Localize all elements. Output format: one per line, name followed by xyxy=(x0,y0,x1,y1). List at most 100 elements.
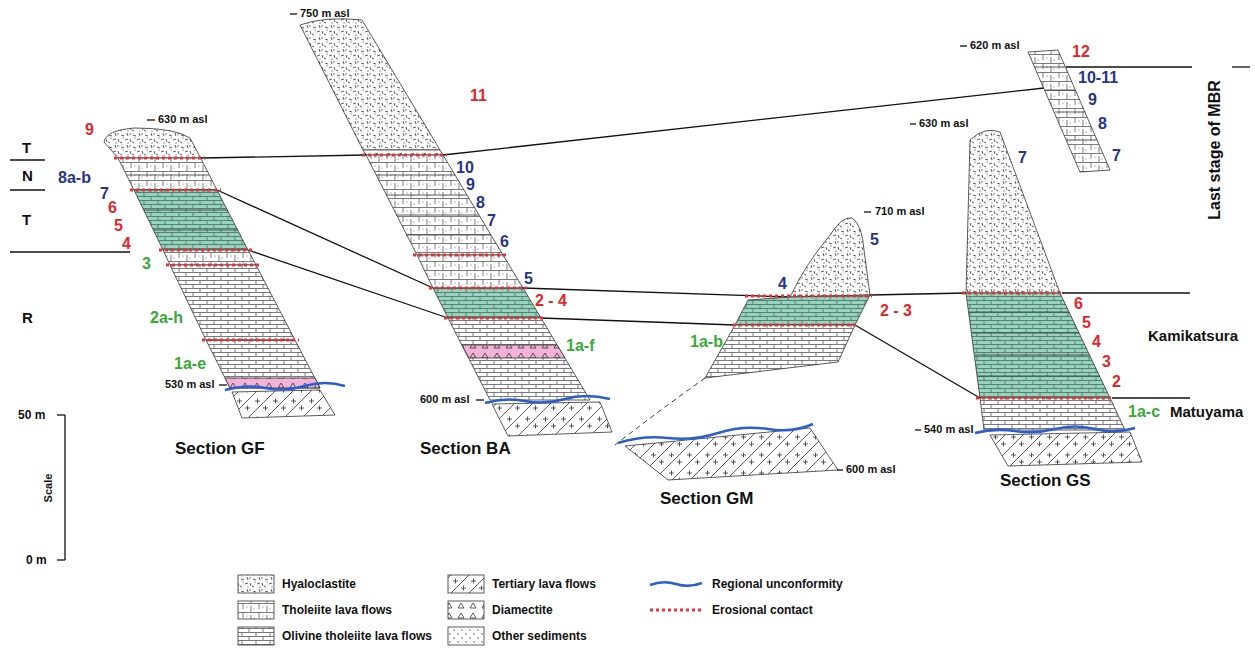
olivine-tholeiite-layer xyxy=(980,398,1125,430)
hyaloclastite-layer xyxy=(790,218,870,297)
unit-number: 6 xyxy=(108,200,117,216)
erosional-contact xyxy=(444,317,545,320)
section-title: Section GM xyxy=(660,490,754,507)
olivine-tholeiite-layer xyxy=(170,265,295,340)
legend-label: Erosional contact xyxy=(712,604,813,616)
unit-number: 2 - 3 xyxy=(880,303,912,319)
erosional-contact xyxy=(130,189,221,192)
legend-label: Diamectite xyxy=(492,604,553,616)
unit-number: 10 xyxy=(456,160,474,176)
elevation-label: 540 m asl xyxy=(924,424,974,435)
correlation-line xyxy=(541,318,735,325)
inferred-slope xyxy=(615,378,705,445)
unit-number: 8 xyxy=(1098,116,1107,132)
flow-boundary xyxy=(144,210,228,211)
scale-tick xyxy=(57,559,65,560)
unit-number: 5 xyxy=(870,232,879,248)
section-gf xyxy=(104,128,335,418)
tertiary-lava xyxy=(492,402,612,436)
tholeiite-layer xyxy=(417,255,523,288)
unit-number: 8 xyxy=(476,195,485,211)
tertiary-lava xyxy=(625,428,838,480)
olivine-tholeiite-layer xyxy=(206,340,320,388)
flow-boundary xyxy=(127,175,209,176)
stage-boundary xyxy=(1232,66,1250,67)
unit-number: 5 xyxy=(114,218,123,234)
polarity-divider xyxy=(10,160,130,252)
erosional-contacts xyxy=(114,158,299,340)
unit-number: 6 xyxy=(1074,296,1083,312)
erosional-contact xyxy=(202,339,299,342)
tertiary-lava xyxy=(990,432,1142,466)
polarity-label: N xyxy=(22,168,33,183)
unit-number: 1a-f xyxy=(566,338,594,354)
stage-boundary xyxy=(1066,66,1192,67)
elevation-label: 600 m asl xyxy=(846,464,896,475)
lithology-swatch xyxy=(238,627,274,645)
chron-label: Kamikatsura xyxy=(1148,328,1238,343)
flow-boundary xyxy=(153,230,238,231)
diamictite-layer xyxy=(462,345,565,358)
scale-label: Scale xyxy=(43,474,54,503)
section-title: Section BA xyxy=(420,440,511,457)
unit-number: 7 xyxy=(1112,148,1121,164)
lithology-swatch xyxy=(238,575,274,593)
erosional-contact-sample xyxy=(650,609,702,612)
elevation-tick xyxy=(219,384,227,385)
legend-label: Regional unconformity xyxy=(712,578,843,590)
elevation-label: 620 m asl xyxy=(970,40,1020,51)
tertiary-lava xyxy=(232,390,335,418)
unconformity-sample xyxy=(650,582,702,586)
lithology-swatch xyxy=(448,575,484,593)
unit-number: 4 xyxy=(778,276,787,292)
flow-boundary xyxy=(376,175,455,176)
unit-number: 7 xyxy=(1018,150,1027,166)
elevation-label: 600 m asl xyxy=(420,394,470,405)
erosional-contact xyxy=(745,295,872,298)
hyaloclastite-layer xyxy=(966,130,1060,293)
unit-number: 3 xyxy=(142,256,151,272)
erosional-contact xyxy=(159,249,252,252)
flow-boundary xyxy=(969,312,1069,313)
elevation-tick xyxy=(915,429,921,430)
elevation-label: 750 m asl xyxy=(300,8,350,19)
erosional-contact xyxy=(166,264,260,267)
unit-number: 12 xyxy=(1072,44,1090,60)
unit-number: 7 xyxy=(487,213,496,229)
legend-label: Olivine tholeiite lava flows xyxy=(282,630,432,642)
flow-boundary xyxy=(975,355,1090,356)
polarity-label: R xyxy=(22,310,33,325)
legend-sample xyxy=(448,575,484,593)
correlation-line xyxy=(201,155,366,158)
erosional-contact xyxy=(114,157,205,160)
section-gs xyxy=(966,130,1142,466)
section-mbr xyxy=(1028,50,1110,172)
polarity-label: T xyxy=(22,140,31,155)
section-gm xyxy=(625,218,870,480)
kamikatsura-layer xyxy=(735,295,870,325)
unit-number: 4 xyxy=(122,236,131,252)
kamikatsura-layer xyxy=(433,288,541,318)
tholeiite-layer xyxy=(1028,50,1110,172)
scale-tick xyxy=(57,414,65,415)
flow-boundary xyxy=(972,333,1079,334)
elevation-tick xyxy=(960,45,967,46)
unit-number: 1a-e xyxy=(174,356,206,372)
unit-number: 5 xyxy=(1082,315,1091,331)
tholeiite-layer xyxy=(118,158,217,190)
polarity-label: T xyxy=(22,212,31,227)
regional-unconformity xyxy=(485,396,610,403)
kamikatsura-layer xyxy=(134,190,248,250)
hyaloclastite-layer xyxy=(300,19,440,150)
legend-sample xyxy=(650,610,702,611)
unit-number: 1a-b xyxy=(690,334,723,350)
lithology-swatch xyxy=(238,601,274,619)
correlation-line xyxy=(855,325,980,398)
hyaloclastite-layer xyxy=(104,128,201,158)
erosional-contact xyxy=(733,324,858,327)
flow-boundary xyxy=(406,235,491,236)
elevation-tick xyxy=(837,469,843,470)
scale-bar xyxy=(57,415,65,560)
section-ba xyxy=(300,19,612,436)
